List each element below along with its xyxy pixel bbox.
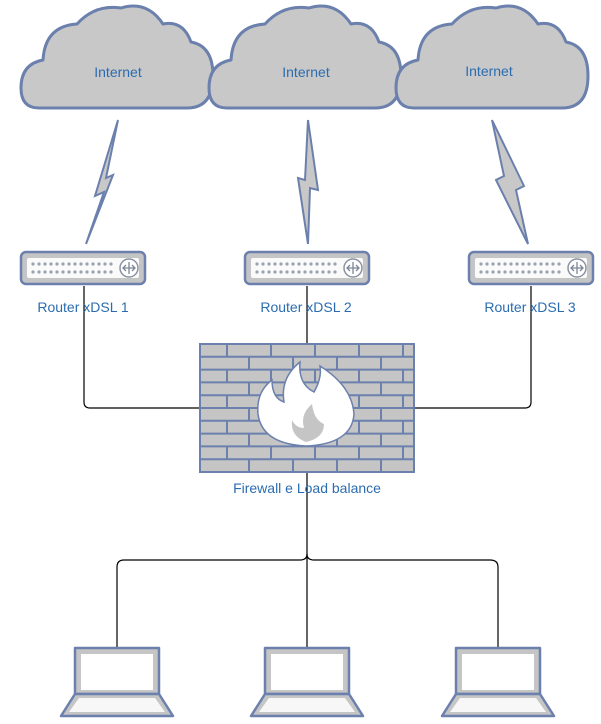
laptop-icon [249,646,365,718]
laptop-icon [59,646,175,718]
lightning-icon [491,119,529,245]
router-icon [467,250,595,286]
cloud-icon [19,4,215,110]
wan-links [85,119,529,245]
connector-router3-firewall [414,286,532,409]
router-label-3: Router xDSL 3 [484,299,576,315]
router-label-2: Router xDSL 2 [260,299,352,315]
connectors [83,286,532,648]
router-label-1: Router xDSL 1 [37,299,129,315]
lightning-icon [296,119,320,245]
cloud-label-2: Internet [282,64,330,80]
connector-hub-laptop1 [116,553,308,648]
firewall-icon [199,343,415,473]
cloud-icon [394,4,590,110]
cloud-label-3: Internet [465,63,513,79]
connector-hub-laptop3 [306,553,499,648]
connector-router1-firewall [83,286,200,409]
laptop-icon [440,646,556,718]
lightning-icon [85,119,119,245]
cloud-icon [207,4,403,110]
firewall-label: Firewall e Load balance [233,480,381,496]
router-icon [19,250,147,286]
flame-icon [257,360,355,447]
router-icon [243,250,371,286]
cloud-label-1: Internet [94,64,142,80]
